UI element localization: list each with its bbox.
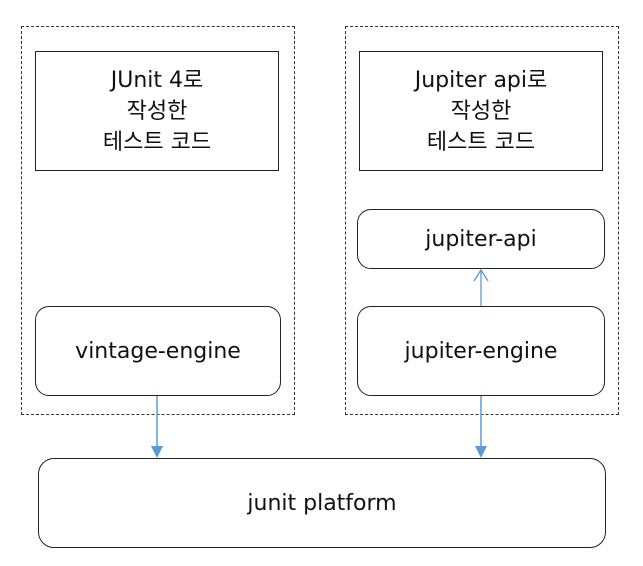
left-group-container [21,26,295,415]
right-group-container [345,26,619,415]
junit-platform-box: junit platform [38,458,606,548]
jupiter-api-box: jupiter-api [357,209,605,269]
jupiter-engine-box: jupiter-engine [357,306,605,396]
arrow-vintage-to-platform [151,396,163,458]
arrow-jupiter-engine-to-api [473,268,489,306]
vintage-engine-box: vintage-engine [35,306,281,396]
arrow-jupiter-engine-to-platform [475,396,487,458]
jupiter-test-code-box: Jupiter api로 작성한 테스트 코드 [359,51,603,171]
junit4-test-code-box: JUnit 4로 작성한 테스트 코드 [35,51,279,171]
